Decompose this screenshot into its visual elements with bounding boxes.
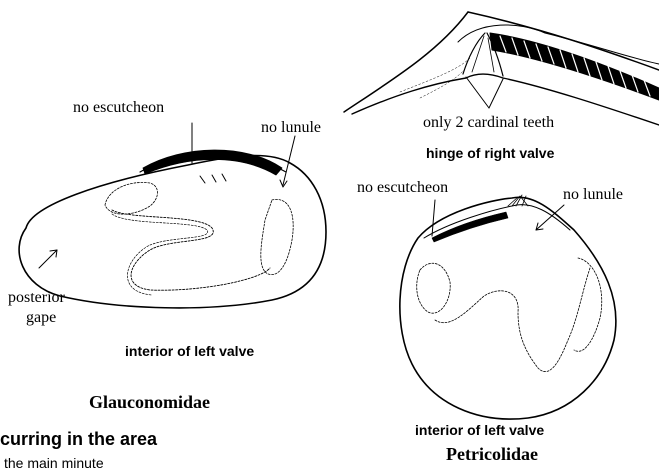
posterior-gape-label-line2: gape <box>26 310 56 326</box>
glauconomidae-escutcheon-label: no escutcheon <box>73 100 164 116</box>
trailing-body-text: the main minute <box>4 456 104 470</box>
petricolidae-escutcheon-label: no escutcheon <box>357 180 448 196</box>
glauconomidae-shell-drawing <box>19 123 326 308</box>
hinge-caption: hinge of right valve <box>426 146 554 160</box>
glauconomidae-caption: interior of left valve <box>125 344 254 358</box>
posterior-gape-label-line1: posterior <box>8 290 65 306</box>
hinge-teeth-label: only 2 cardinal teeth <box>423 115 554 131</box>
glauconomidae-lunule-label: no lunule <box>261 120 321 136</box>
petricolidae-family-name: Petricolidae <box>446 445 538 463</box>
petricolidae-shell-drawing <box>400 195 616 419</box>
hinge-of-right-valve-drawing <box>344 12 659 125</box>
section-heading-fragment: curring in the area <box>0 430 157 448</box>
glauconomidae-family-name: Glauconomidae <box>89 393 210 411</box>
petricolidae-lunule-label: no lunule <box>563 187 623 203</box>
petricolidae-caption: interior of left valve <box>415 423 544 437</box>
